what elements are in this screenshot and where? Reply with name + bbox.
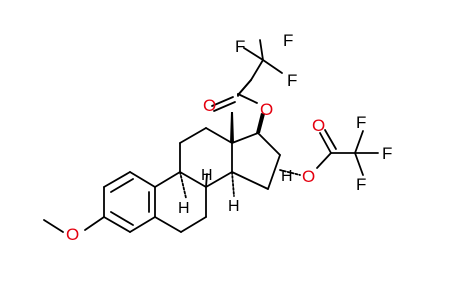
ring-c — [179, 127, 233, 188]
ester-2-link-oxygen-label: O — [302, 167, 315, 186]
fluorine-label-3: F — [287, 71, 297, 90]
ring-b — [154, 171, 207, 233]
stereo-h-bonds — [179, 171, 235, 199]
fluorine-label-1: F — [283, 31, 293, 50]
fluorine-label-5: F — [382, 144, 392, 163]
atom-labels: F F F O O O O F F F O H H H H — [66, 31, 392, 244]
fluorine-label-6: F — [356, 175, 366, 194]
hydrogen-label-14: H — [228, 198, 240, 215]
ester-1-link-oxygen-label: O — [260, 100, 273, 119]
ester-1-carbonyl-oxygen-label: O — [203, 96, 216, 115]
fluorine-label-4: F — [356, 113, 366, 132]
hydrogen-label-9: H — [178, 200, 190, 217]
ring-a-aromatic — [103, 171, 156, 233]
methoxy-oxygen-label: O — [66, 225, 79, 244]
hydrogen-label-8: H — [201, 167, 213, 184]
ring-d — [231, 132, 281, 190]
ester-2-carbonyl-oxygen-label: O — [312, 116, 325, 135]
methyl-wedge — [230, 112, 234, 143]
hydrogen-label-16: H — [281, 168, 293, 185]
ester-1 — [211, 39, 283, 133]
fluorine-label-2: F — [235, 37, 245, 56]
ester-2 — [279, 129, 379, 176]
methoxy-group — [43, 216, 105, 233]
